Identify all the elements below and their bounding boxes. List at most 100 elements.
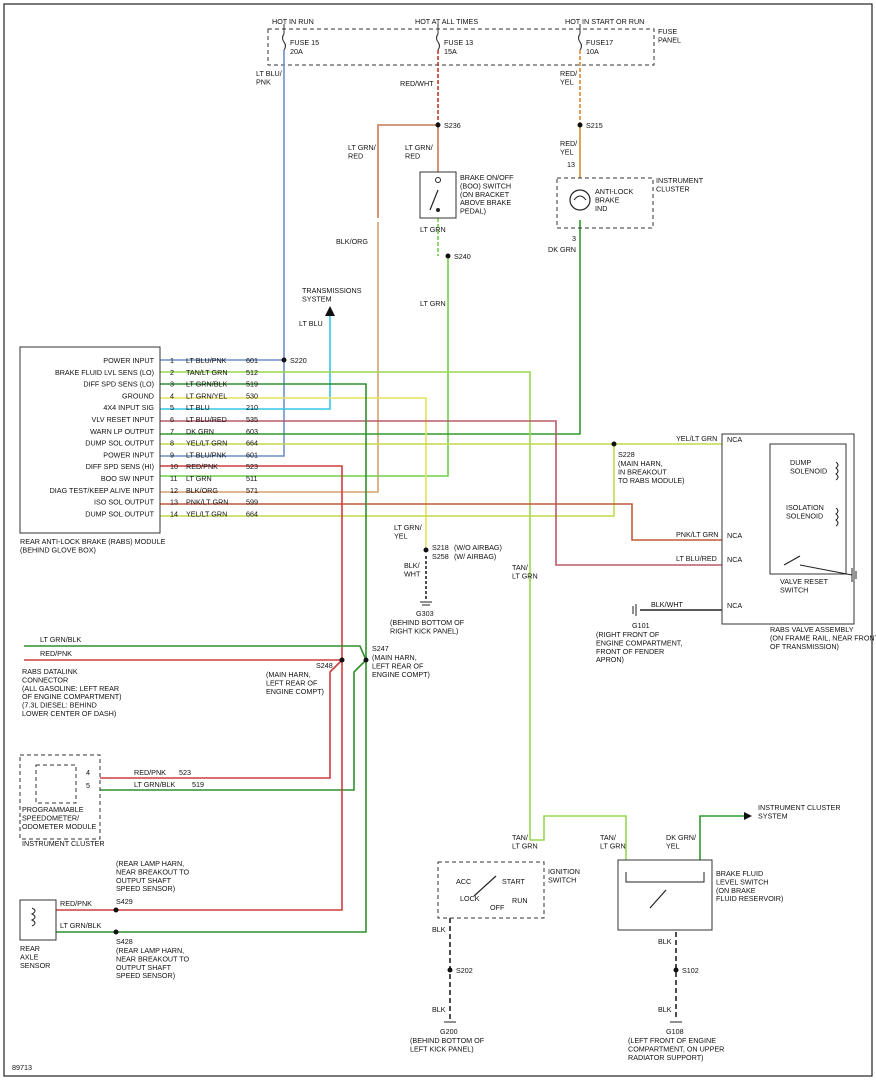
wires [24,50,744,1020]
splice-s202-dot [447,967,453,973]
label-blk-wht: BLK/WHT [404,561,421,578]
label-tan-lt-grn: TAN/LT GRN [512,563,538,580]
module-pin-number: 2 [170,368,174,377]
splice-s236-dot [435,122,441,128]
label-lt-grn-blk-top: LT GRN/BLK [40,635,81,644]
module-pin-number: 14 [170,509,178,518]
figure-id: 89713 [12,1063,32,1072]
isolation-coil-icon [835,507,839,527]
splice-s429-dot [113,907,119,913]
wire-lt-grn-blk-sensor [56,660,367,933]
rabs-valve-assembly-label: RABS VALVE ASSEMBLY(ON FRAME RAIL, NEAR … [770,625,876,651]
module-pin-circuit: 601 [246,450,258,459]
label-s228: S228 [618,450,635,459]
label-blk-ign2: BLK [432,1005,446,1014]
splice-dots [113,122,679,973]
fuse15-icon [281,33,287,51]
brake-fluid-switch-box [617,859,713,931]
module-pin-circuit: 599 [246,498,258,507]
label-red-yel-top: RED/YEL [560,69,577,86]
module-pin-color: LT BLU [186,403,210,412]
wire-lt-grn-yel [160,397,427,548]
module-pin-name: DIAG TEST/KEEP ALIVE INPUT [50,486,155,495]
rabs-valve-box [721,433,855,625]
speedo-module-box [35,764,77,804]
wire-tan-lt-grn [160,371,531,840]
label-red-yel-mid: RED/YEL [560,139,577,156]
g108-label: G108 [666,1027,684,1036]
module-pin-circuit: 511 [246,474,257,483]
wire-pnk-lt-grn [160,503,722,541]
module-pin-number: 8 [170,439,174,448]
module-pin-color: DK GRN [186,427,214,436]
module-pin-number: 7 [170,427,174,436]
label-s218: S218 [432,543,449,552]
arrow-up-icon [325,306,335,316]
module-pin-number: 4 [170,391,174,400]
wire-lt-blu [160,316,331,410]
splice-s228-dot [611,441,617,447]
module-pin-color: YEL/LT GRN [186,509,227,518]
module-pin-circuit: 603 [246,427,258,436]
nca-3: NCA [727,555,742,564]
label-red-pnk-sensor: RED/PNK [60,899,92,908]
label-dk-grn: DK GRN [548,245,576,254]
label-pnk-lt-grn: PNK/LT GRN [676,530,718,539]
module-pin-name: GROUND [122,391,154,400]
module-pin-circuit: 210 [246,403,258,412]
g303-label: G303 [416,609,434,618]
boo-switch-box [419,171,457,219]
wire-lt-grn-pin11 [160,256,449,477]
nca-1: NCA [727,435,742,444]
wire-labels: LT BLU/PNK RED/WHT RED/YEL LT GRN/RED LT… [40,69,718,1014]
module-pin-circuit: 530 [246,391,258,400]
g200-label: G200 [440,1027,458,1036]
module-pin-number: 13 [170,498,178,507]
ign-off: OFF [490,903,505,912]
label-s202: S202 [456,966,473,975]
instrument-cluster-box [556,177,654,229]
label-dk-grn-yel: DK GRN/YEL [666,833,696,850]
module-pin-name: POWER INPUT [103,450,154,459]
module-pin-number: 12 [170,486,178,495]
solenoid-box [769,443,847,575]
nca-2: NCA [727,531,742,540]
module-pin-circuit: 535 [246,415,258,424]
label-blk-org: BLK/ORG [336,237,368,246]
splice-s102-dot [673,967,679,973]
module-pin-name: WARN LP OUTPUT [90,427,155,436]
diagram-frame [3,3,873,1077]
module-pin-color: LT BLU/PNK [186,450,227,459]
module-pin-circuit: 519 [246,380,258,389]
module-pin-color: RED/PNK [186,462,218,471]
module-pin-number: 1 [170,356,174,365]
module-pin-number: 3 [170,380,174,389]
hot-all-times-label: HOT AT ALL TIMES [415,17,478,26]
rabs-module-box [19,346,161,534]
splice-s428-dot [113,929,119,935]
ic-pin4: 4 [86,768,90,777]
module-pin-color: PNK/LT GRN [186,498,228,507]
label-red-wht: RED/WHT [400,79,434,88]
wire-tan-lt-grn-bf [530,815,627,860]
module-pin-color: BLK/ORG [186,486,218,495]
label-lt-grn-blk-sensor: LT GRN/BLK [60,921,101,930]
wire-lt-grn-blk-datalink [24,645,367,661]
fuse13-label: FUSE 13 [444,38,473,47]
label-s102: S102 [682,966,699,975]
